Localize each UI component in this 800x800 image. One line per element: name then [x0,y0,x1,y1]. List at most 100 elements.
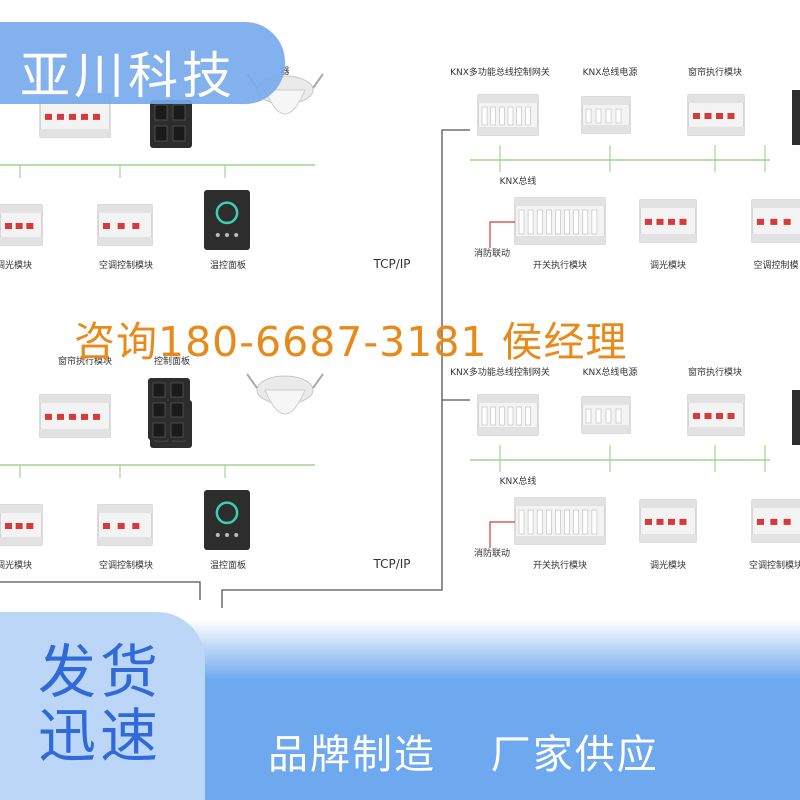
upper-label-ac: 空调控制模块 [99,259,153,271]
lower-gateway-module-switch [516,406,522,426]
slogan-row: 品牌制造 厂家供应 [268,722,699,780]
lower-fire-link [489,521,515,548]
upper-dimmer-module-indicator [645,218,652,225]
lower-left-module-c-indicator [103,523,110,529]
upper-keypad-a-key [172,104,186,121]
lower-left-module-a-indicator [69,413,76,420]
upper-left-module-a-indicator [93,113,100,120]
upper-gateway-module-switch [490,106,496,126]
lower-left-module-b-indicator [15,523,23,529]
upper-left-module-c-terminals-bottom [98,237,152,245]
lower-left-module-a-indicator [45,413,52,420]
upper-switch-module-terminals-bottom [515,236,605,244]
lower-left-module-a-indicator [81,413,88,420]
upper-switch-module-switch [591,209,598,235]
upper-thermostat-button [234,233,239,237]
lower-label-switch: 开关执行模块 [533,559,587,571]
upper-thermostat-display-ring [215,201,239,225]
lower-dimmer-module-indicator [656,518,664,525]
lower-thermostat [204,490,250,550]
upper-label-ac-r: 空调控制模 [753,259,798,271]
lower-left-module-a-indicator [93,413,100,420]
lower-switch-module-switch [527,509,534,535]
brand-name: 亚川科技 [0,22,285,105]
tcpip-link-left [0,581,201,600]
upper-label-switch: 开关执行模块 [533,259,587,271]
lower-left-module-c-terminals-bottom [98,537,152,545]
upper-switch-module-switch [582,209,589,235]
upper-left-module-b-indicator [5,223,12,229]
upper-left-module-a-indicator [81,113,88,120]
lower-switch-module-switch [591,509,598,535]
upper-ac-module-terminals [752,200,800,208]
lower-psu-module-switch [585,408,592,424]
lower-left-module-c-indicator [117,523,125,529]
upper-label-fire: 消防联动 [474,247,510,259]
lower-ac-module-terminals-bottom [752,534,800,542]
upper-fire-link [489,221,515,248]
upper-left-module-a-indicator [57,113,64,120]
lower-left-module-a-terminals-bottom [40,429,110,437]
upper-gateway-module-terminals [478,95,538,103]
upper-label-tcpip: TCP/IP [372,257,410,271]
upper-dimmer-module-terminals [640,200,696,208]
upper-label-gateway: KNX多功能总线控制网关 [450,66,550,78]
lower-dimmer-module-terminals-bottom [640,534,696,542]
lower-psu-module-switch [605,408,612,424]
lower-switch-module-terminals [515,498,605,506]
upper-switch-module-switch [573,209,579,235]
lower-curtain-module-indicator [704,413,712,419]
lower-label-dimmer: 调光模块 [0,559,32,571]
upper-label-dimmer: 调光模块 [0,259,32,271]
lower-switch-module-switch [555,509,561,535]
lower-thermostat-display-ring [215,501,239,525]
lower-curtain-module-terminals [688,395,744,403]
lower-switch-module-switch [518,509,525,535]
upper-psu-module-terminals-bottom [582,125,630,133]
upper-left-module-a-terminals-bottom [40,129,110,137]
upper-left-module-c-indicator [117,223,125,229]
lower-switch-module-switch [546,509,552,535]
upper-left-module-b-terminals [0,205,42,213]
upper-ac-module-terminals-bottom [752,234,800,242]
upper-dimmer-module-indicator [668,218,675,225]
lower-ac-module-indicator [783,518,791,525]
upper-switch-module-switch [555,209,561,235]
shipping-line-1: 发货 [38,638,163,706]
lower-sensor-dome [264,389,306,415]
lower-label-curtain: 窗帘执行模块 [58,355,112,367]
upper-thermostat-button [215,233,220,237]
lower-gateway-module-terminals [478,395,538,403]
lower-left-module-b-indicator [5,523,12,529]
lower-dimmer-module-indicator [645,518,652,525]
upper-switch-module-switch [527,209,534,235]
lower-label-tcpip: TCP/IP [372,557,410,571]
upper-psu-module-terminals [582,97,630,105]
lower-gateway-module-switch [481,406,488,426]
upper-dimmer-module-indicator [679,218,687,225]
upper-label-curtain: 窗帘执行模块 [688,66,742,78]
upper-keypad-a-key [154,104,168,121]
upper-dimmer-module-indicator [656,218,664,225]
upper-label-knx-bus: KNX总线 [500,175,537,187]
upper-keypad-a-key [154,125,168,142]
lower-gateway-module-switch [507,406,514,426]
upper-gateway-module-switch [499,106,505,126]
slogan-factory: 厂家供应 [490,732,659,778]
upper-label-psu: KNX总线电源 [583,66,638,78]
lower-curtain-module-indicator [727,413,735,419]
lower-label-ac: 空调控制模块 [99,559,153,571]
upper-curtain-module-terminals [688,95,744,103]
lower-label-curtain: 窗帘执行模块 [688,366,742,378]
upper-left-module-b-indicator [26,223,34,229]
lower-switch-module-switch [536,509,543,535]
shipping-line-2: 迅速 [38,702,163,770]
upper-switch-module-terminals [515,198,605,206]
lower-left-module-b-indicator [26,523,34,529]
upper-switch-module-switch [564,209,570,235]
lower-dimmer-module-terminals [640,500,696,508]
lower-switch-module-terminals-bottom [515,536,605,544]
lower-gateway-module-terminals-bottom [478,427,538,435]
lower-keypad-6-key [152,422,166,438]
tcpip-link-main [221,129,470,608]
